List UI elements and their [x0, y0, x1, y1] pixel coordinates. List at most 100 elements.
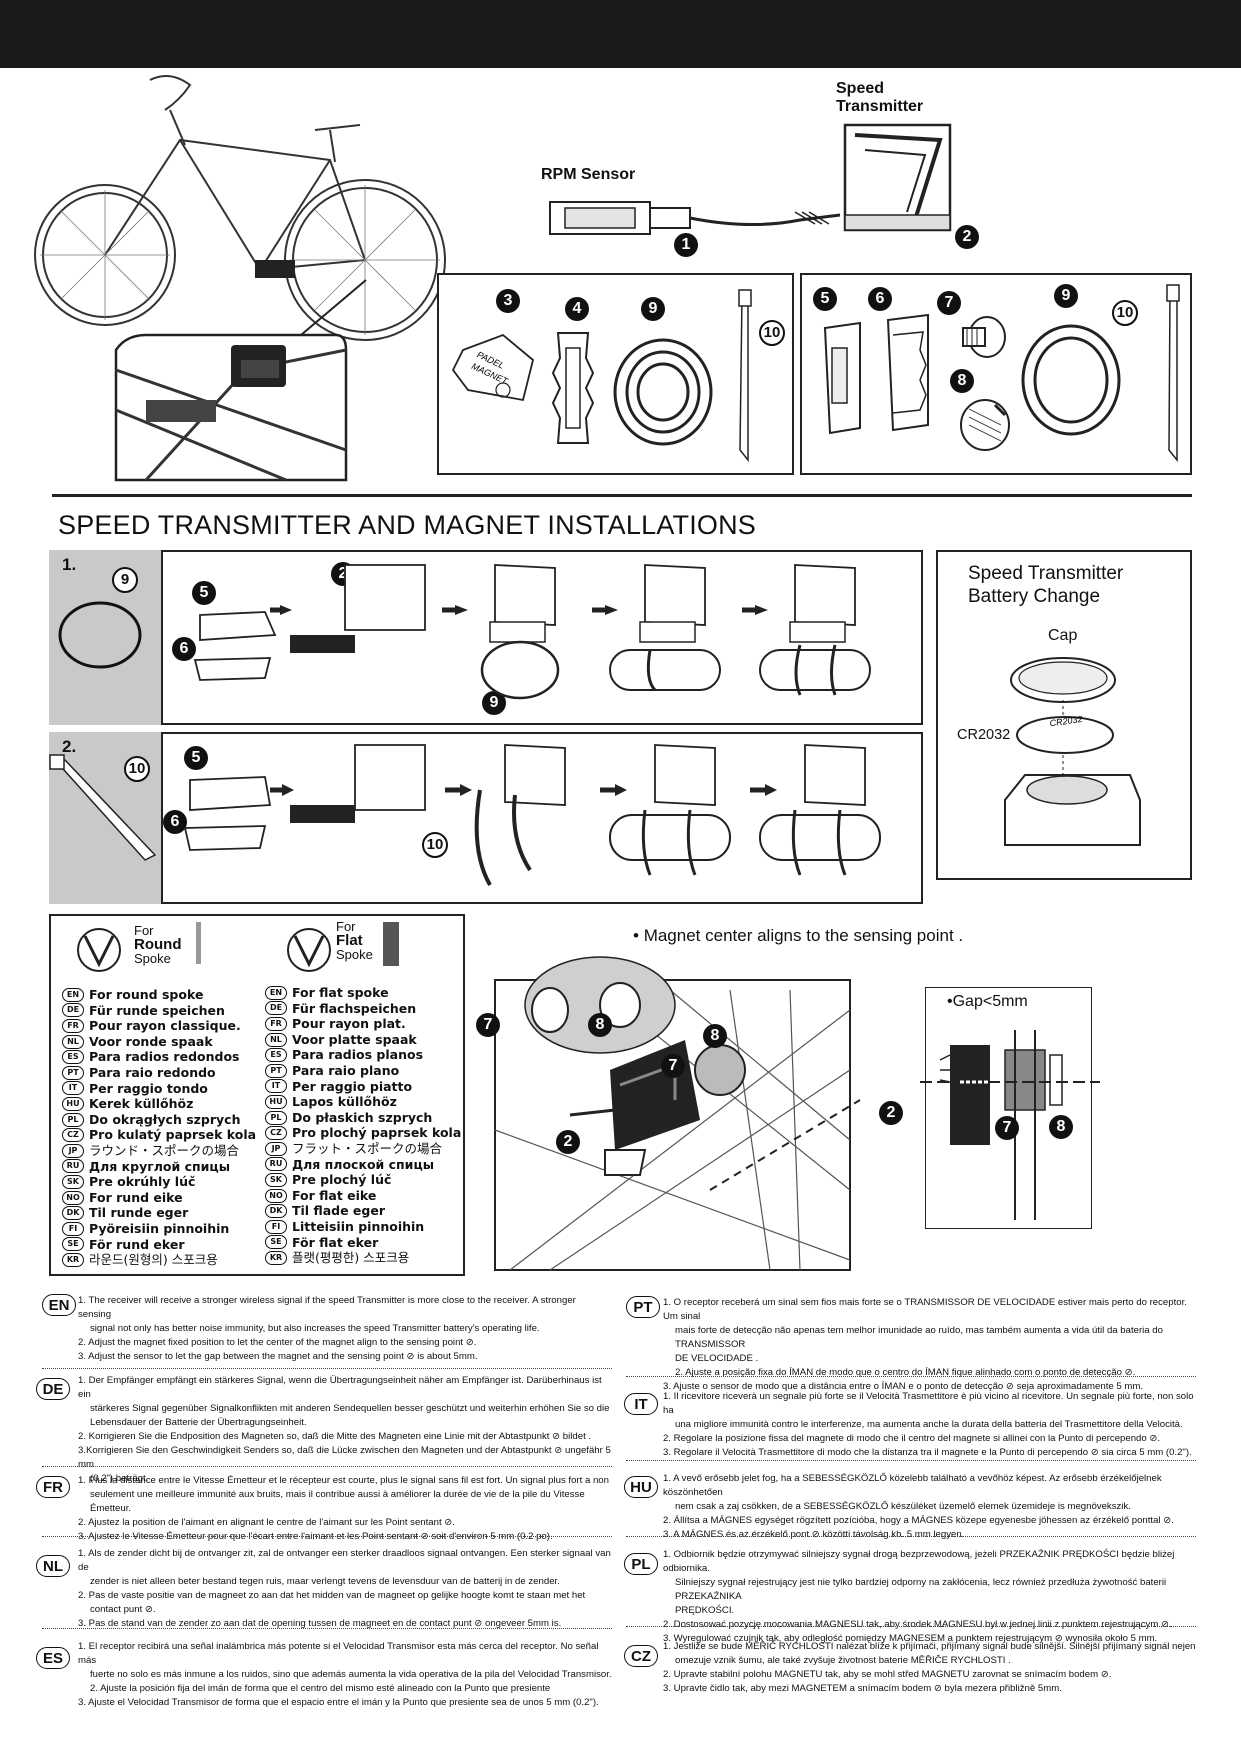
- battery-change-title: Speed Transmitter Battery Change: [968, 562, 1123, 608]
- instructions-nl: 1. Als de zender dicht bij de ontvanger …: [78, 1548, 611, 1629]
- bullet-icon: •: [633, 926, 644, 945]
- step2-part-10b: 10: [422, 832, 448, 858]
- part-number-10: 10: [759, 320, 785, 346]
- lang-badge-cz: CZ: [624, 1645, 658, 1667]
- align-part-7b: 7: [661, 1054, 685, 1078]
- part-number-2: 2: [955, 225, 979, 249]
- instructions-pl: 1. Odbiornik będzie otrzymywać silniejsz…: [663, 1549, 1175, 1644]
- o-ring-b-illustration: [1021, 324, 1121, 436]
- pedal-magnet-illustration: PADEL MAGNET: [451, 333, 535, 402]
- battery-title-line1: Speed Transmitter: [968, 563, 1124, 584]
- instructions-cz: 1. Jestliže se bude MĚŘIČ RYCHLOSTI nalé…: [663, 1641, 1196, 1694]
- step1-sidebar: [49, 550, 161, 725]
- flat-spoke-bar: [383, 922, 399, 966]
- rpm-sensor-illustration: [549, 201, 841, 235]
- step1-part-9: 9: [112, 567, 138, 593]
- step2-number: 2.: [62, 737, 77, 756]
- gap-part-7: 7: [995, 1116, 1019, 1140]
- flat-header-line3: Spoke: [336, 947, 373, 962]
- flat-spoke-icon: [287, 928, 331, 972]
- gap-detail-illustration: [920, 1030, 1100, 1220]
- screw-7-illustration: [962, 316, 1006, 358]
- wheel-magnet-illustration: [494, 956, 861, 1271]
- lang-badge-it: IT: [624, 1393, 658, 1415]
- lang-badge-pl: PL: [624, 1553, 658, 1575]
- instructions-hu: 1. A vevő erősebb jelet fog, ha a SEBESS…: [663, 1473, 1174, 1540]
- step2-sequence-illustration: [183, 744, 881, 886]
- align-part-8b: 8: [703, 1024, 727, 1048]
- bicycle-illustration: [34, 75, 446, 341]
- step2-part-5: 5: [184, 746, 208, 770]
- part-number-1: 1: [674, 233, 698, 257]
- mount-bracket-6-illustration: [886, 313, 929, 432]
- align-part-2: 2: [556, 1130, 580, 1154]
- divider-fr: [42, 1536, 612, 1537]
- gap-note-text: Gap<5mm: [952, 993, 1028, 1010]
- gap-part-8: 8: [1049, 1115, 1073, 1139]
- magnet-align-text: Magnet center aligns to the sensing poin…: [643, 926, 964, 945]
- battery-exploded-illustration: CR2032: [1004, 657, 1141, 846]
- spoke-type-panel: [49, 914, 465, 1276]
- divider-it: [626, 1460, 1196, 1461]
- instructions-it: 1. Il ricevitore riceverà un segnale più…: [663, 1391, 1194, 1458]
- round-spoke-header: For Round Spoke: [134, 924, 181, 965]
- magnet-knob-8-illustration: [960, 399, 1010, 451]
- part-number-10b: 10: [1112, 300, 1138, 326]
- lang-badge-pt: PT: [626, 1296, 660, 1318]
- step1-number: 1.: [62, 555, 77, 574]
- flat-header-line2: Flat: [336, 932, 363, 949]
- step2-part-6: 6: [163, 810, 187, 834]
- step2-part-10: 10: [124, 756, 150, 782]
- align-part-8: 8: [588, 1013, 612, 1037]
- round-header-line3: Spoke: [134, 951, 171, 966]
- instructions-fr: 1. Plus la distance entre le Vitesse Éme…: [78, 1475, 609, 1542]
- round-spoke-icon: [77, 928, 121, 972]
- divider-en: [42, 1368, 612, 1369]
- gap-note: •Gap<5mm: [947, 993, 1028, 1011]
- part-number-6: 6: [868, 287, 892, 311]
- round-spoke-bar: [196, 922, 201, 964]
- instructions-pt: 1. O receptor receberá um sinal sem fios…: [663, 1297, 1187, 1392]
- rubber-pad-illustration: [551, 332, 595, 444]
- cable-tie-illustration: [738, 289, 752, 463]
- battery-change-panel: [936, 550, 1192, 880]
- divider-pt: [626, 1376, 1196, 1377]
- lang-badge-hu: HU: [624, 1476, 658, 1498]
- lang-badge-fr: FR: [36, 1476, 70, 1498]
- part-number-9: 9: [641, 297, 665, 321]
- part-number-7: 7: [937, 291, 961, 315]
- battery-cap-label: Cap: [1048, 627, 1078, 644]
- round-header-line2: Round: [134, 936, 182, 953]
- divider-nl: [42, 1628, 612, 1629]
- instructions-en: 1. The receiver will receive a stronger …: [78, 1295, 576, 1362]
- lang-badge-de: DE: [36, 1378, 70, 1400]
- step1-part-5: 5: [192, 581, 216, 605]
- cable-tie-b-illustration: [1166, 284, 1180, 463]
- battery-title-line2: Battery Change: [968, 586, 1101, 607]
- bicycle-closeup-illustration: [114, 279, 367, 482]
- o-ring-illustration: [613, 338, 713, 446]
- align-part-7: 7: [476, 1013, 500, 1037]
